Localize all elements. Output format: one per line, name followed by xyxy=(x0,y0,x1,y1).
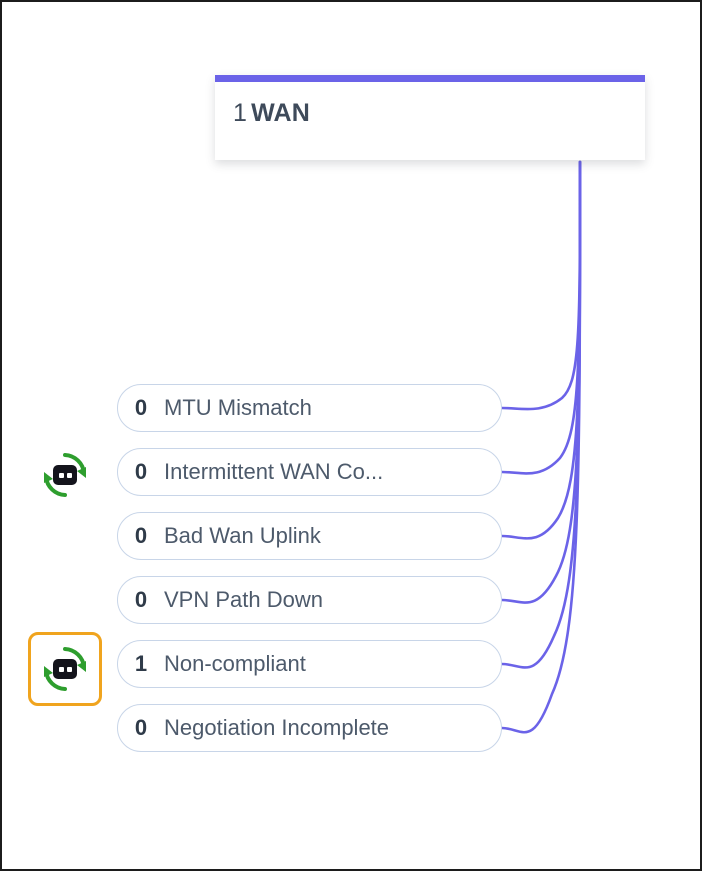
issue-label: Non-compliant xyxy=(164,651,306,676)
issue-count: 0 xyxy=(134,715,148,740)
issue-label: Intermittent WAN Co... xyxy=(164,459,384,484)
connector-link-2 xyxy=(500,160,582,475)
issue-label: Bad Wan Uplink xyxy=(164,523,321,548)
card-accent-bar xyxy=(215,75,645,82)
connector-link-4 xyxy=(500,160,582,604)
bot-refresh-icon xyxy=(44,647,86,691)
issue-row-vpn-path-down[interactable]: 0 VPN Path Down xyxy=(117,576,502,624)
issue-row-non-compliant[interactable]: 1 Non-compliant xyxy=(117,640,502,688)
issue-count: 0 xyxy=(134,587,148,612)
issue-row-bad-wan-uplink[interactable]: 0 Bad Wan Uplink xyxy=(117,512,502,560)
issue-count: 1 xyxy=(134,651,148,676)
automation-bot-icon-intermittent-wan[interactable] xyxy=(36,446,94,504)
bot-refresh-icon xyxy=(44,453,86,497)
issue-row-intermittent-wan[interactable]: 0 Intermittent WAN Co... xyxy=(117,448,502,496)
issue-count: 0 xyxy=(134,459,148,484)
connector-link-6 xyxy=(500,160,582,734)
connector-link-3 xyxy=(500,160,582,540)
header-name: WAN xyxy=(251,99,311,127)
header-count: 1 xyxy=(233,99,248,127)
issue-label: Negotiation Incomplete xyxy=(164,715,390,740)
connector-link-5 xyxy=(500,160,582,669)
issue-row-mtu-mismatch[interactable]: 0 MTU Mismatch xyxy=(117,384,502,432)
issue-count: 0 xyxy=(134,395,148,420)
connector-link-1 xyxy=(500,160,582,411)
issue-label: MTU Mismatch xyxy=(164,395,312,420)
issue-row-negotiation-incomplete[interactable]: 0 Negotiation Incomplete xyxy=(117,704,502,752)
issue-count: 0 xyxy=(134,523,148,548)
issue-label: VPN Path Down xyxy=(164,587,323,612)
automation-bot-icon-non-compliant[interactable] xyxy=(28,632,102,706)
